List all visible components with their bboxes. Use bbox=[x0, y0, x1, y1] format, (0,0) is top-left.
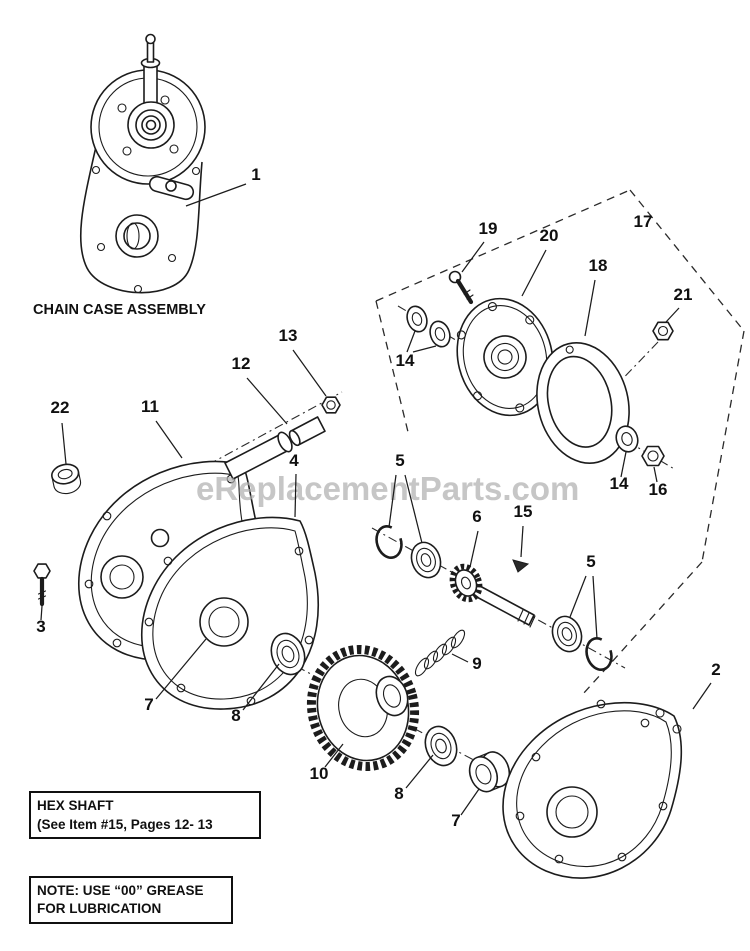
part-19-bolt-drawing bbox=[448, 270, 474, 305]
part-5-bearing-snapring-right-drawing bbox=[551, 615, 613, 671]
callout-label-18: 18 bbox=[589, 256, 608, 275]
part-20-plate-drawing bbox=[456, 297, 555, 417]
leader-line bbox=[292, 349, 327, 397]
leader-line bbox=[404, 474, 423, 544]
leader-line bbox=[692, 682, 712, 710]
part-5-snapring-bearing-left-drawing bbox=[375, 525, 442, 579]
part-3-bolt-drawing bbox=[33, 563, 51, 607]
part-22-cap-drawing bbox=[51, 463, 82, 495]
leader-line bbox=[405, 754, 434, 789]
leader-line bbox=[461, 241, 485, 273]
part-21-nut-drawing bbox=[652, 321, 674, 341]
assembly-caption: CHAIN CASE ASSEMBLY bbox=[33, 302, 206, 318]
leader-line bbox=[653, 466, 658, 483]
callout-label-3: 3 bbox=[36, 617, 45, 636]
part-2-case-half-drawing bbox=[502, 699, 683, 879]
grease-note-line1: NOTE: USE “00” GREASE bbox=[37, 883, 204, 898]
part-16-nut-drawing bbox=[641, 445, 665, 467]
leader-line bbox=[406, 330, 416, 353]
leader-line bbox=[521, 249, 547, 297]
part-15-key-drawing bbox=[512, 559, 530, 573]
shaft-stub bbox=[143, 63, 158, 107]
part-1-chain-case-assembly-drawing bbox=[79, 33, 206, 294]
leader-line bbox=[294, 473, 297, 518]
watermark-text: eReplacementParts.com bbox=[196, 470, 579, 507]
callout-label-16: 16 bbox=[649, 480, 668, 499]
leader-line bbox=[520, 525, 524, 558]
callout-label-8: 8 bbox=[394, 784, 403, 803]
callout-label-14: 14 bbox=[610, 474, 629, 493]
grease-note-line2: FOR LUBRICATION bbox=[37, 901, 161, 916]
leader-line bbox=[460, 788, 480, 816]
leader-line bbox=[569, 575, 587, 618]
part-8-bearing-left-drawing bbox=[270, 632, 306, 676]
leader-line bbox=[469, 530, 479, 568]
part-14-washer-right-drawing bbox=[615, 425, 639, 453]
part-14-washers-left-drawing bbox=[406, 305, 451, 348]
leader-line bbox=[246, 377, 288, 425]
leader-lines bbox=[40, 183, 712, 816]
callout-label-6: 6 bbox=[472, 507, 481, 526]
callout-label-10: 10 bbox=[310, 764, 329, 783]
callout-label-9: 9 bbox=[472, 654, 481, 673]
leader-line bbox=[185, 183, 247, 207]
hex-shaft-note-line2: (See Item #15, Pages 12- 13 bbox=[37, 817, 213, 832]
leader-line bbox=[242, 663, 280, 711]
callout-label-21: 21 bbox=[674, 285, 693, 304]
hex-shaft-note-line1: HEX SHAFT bbox=[37, 798, 114, 813]
callout-label-12: 12 bbox=[232, 354, 251, 373]
leader-line bbox=[592, 575, 598, 640]
callout-label-7: 7 bbox=[451, 811, 460, 830]
callout-label-17: 17 bbox=[634, 212, 653, 231]
callout-label-2: 2 bbox=[711, 660, 720, 679]
leader-line bbox=[61, 422, 67, 465]
callout-label-19: 19 bbox=[479, 219, 498, 238]
leader-line bbox=[155, 638, 207, 700]
leader-line bbox=[451, 653, 469, 663]
part-13-nut-drawing bbox=[321, 396, 341, 414]
mount-bracket bbox=[148, 175, 195, 201]
part-12-spacer-drawing bbox=[288, 416, 326, 447]
leader-line bbox=[155, 420, 183, 459]
callout-label-5: 5 bbox=[395, 451, 404, 470]
leader-line bbox=[412, 345, 437, 353]
callout-label-15: 15 bbox=[514, 502, 533, 521]
leader-line bbox=[324, 743, 344, 768]
part-18-drum-drawing bbox=[536, 342, 630, 464]
callout-label-13: 13 bbox=[279, 326, 298, 345]
leader-line bbox=[584, 279, 596, 337]
callout-labels: 1 17 19 20 18 21 14 13 12 22 11 4 5 6 15 14 16 5 3 7 8 10 9 8 7 2 bbox=[36, 165, 720, 830]
callout-label-14: 14 bbox=[396, 351, 415, 370]
callout-label-8: 8 bbox=[231, 706, 240, 725]
leader-line bbox=[665, 307, 680, 323]
callout-label-11: 11 bbox=[141, 397, 159, 416]
part-9-spring-drawing bbox=[414, 629, 466, 677]
callout-label-7: 7 bbox=[144, 695, 153, 714]
hex-shaft-note-box: HEX SHAFT (See Item #15, Pages 12- 13 bbox=[29, 791, 261, 839]
grease-note-box: NOTE: USE “00” GREASE FOR LUBRICATION bbox=[29, 876, 233, 924]
callout-label-5: 5 bbox=[586, 552, 595, 571]
part-6-hex-shaft-drawing bbox=[449, 563, 536, 628]
leader-line bbox=[388, 474, 397, 528]
leader-line bbox=[620, 451, 627, 478]
part-10-sprocket-drawing bbox=[306, 645, 420, 771]
callout-label-4: 4 bbox=[289, 451, 299, 470]
leader-line bbox=[40, 605, 43, 621]
part-7-collar-drawing bbox=[468, 751, 511, 793]
callout-label-1: 1 bbox=[251, 165, 260, 184]
callout-label-20: 20 bbox=[540, 226, 559, 245]
callout-label-22: 22 bbox=[51, 398, 70, 417]
